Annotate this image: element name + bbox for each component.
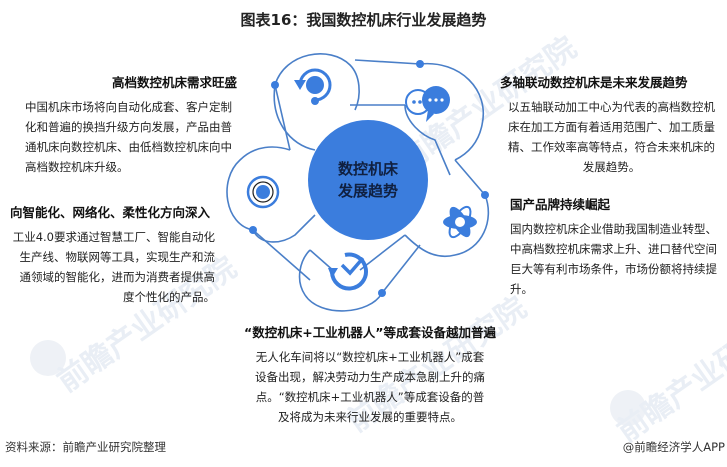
center-label-line1: 数控机床 xyxy=(337,160,398,178)
credit-note: @前瞻经济学人APP xyxy=(622,440,725,454)
trend-body: 无人化车间将以“数控机床+工业机器人”成套设备出现，解决劳动力生产成本急剧上升的… xyxy=(255,350,485,424)
trend-multi-axis: 多轴联动数控机床是未来发展趋势 以五轴联动加工中心为代表的高档数控机床在加工方面… xyxy=(500,72,715,177)
trend-body: 国内数控机床企业借助我国制造业转型、中高档数控机床需求上升、进口替代空间巨大等有… xyxy=(510,222,717,296)
atom-icon xyxy=(443,205,477,239)
chat-bubbles-icon xyxy=(405,86,450,122)
trend-body: 中国机床市场将向自动化成套、客户定制化和普遍的换挡升级方向发展，产品由普通机床向… xyxy=(25,100,232,174)
trend-intelligent: 向智能化、网络化、柔性化方向深入 工业4.0要求通过智慧工厂、智能自动化生产线、… xyxy=(10,202,215,307)
trend-domestic-brands: 国产品牌持续崛起 国内数控机床企业借助我国制造业转型、中高档数控机床需求上升、进… xyxy=(510,194,720,299)
trend-body: 工业4.0要求通过智慧工厂、智能自动化生产线、物联网等工具，实现生产和流通领域的… xyxy=(12,230,215,304)
target-icon xyxy=(246,175,280,209)
center-label: 数控机床 发展趋势 xyxy=(320,158,416,202)
figure-title: 图表16：我国数控机床行业发展趋势 xyxy=(240,11,487,29)
watermark-logo xyxy=(30,340,66,376)
watermark-text: 前瞻产业研究院 xyxy=(610,300,727,450)
trend-cycle-diagram xyxy=(226,53,490,312)
trend-heading: 高档数控机床需求旺盛 xyxy=(111,75,237,90)
center-label-line2: 发展趋势 xyxy=(337,182,398,200)
center-circle xyxy=(308,120,428,240)
trend-body: 以五轴联动加工中心为代表的高档数控机床在加工方面有着适用范围广、加工质量精、工作… xyxy=(508,100,715,174)
trend-high-end-demand: 高档数控机床需求旺盛 中国机床市场将向自动化成套、客户定制化和普遍的换挡升级方向… xyxy=(25,72,237,177)
trend-heading: 国产品牌持续崛起 xyxy=(510,197,611,212)
trend-heading: 多轴联动数控机床是未来发展趋势 xyxy=(500,75,688,90)
watermark-logo xyxy=(610,390,646,426)
trend-heading: “数控机床+工业机器人”等成套设备越加普遍 xyxy=(244,325,496,340)
refresh-cycle-icon xyxy=(294,68,332,105)
source-note: 资料来源：前瞻产业研究院整理 xyxy=(5,440,166,454)
trend-heading: 向智能化、网络化、柔性化方向深入 xyxy=(10,205,211,220)
trend-cnc-robot: “数控机床+工业机器人”等成套设备越加普遍 无人化车间将以“数控机床+工业机器人… xyxy=(230,322,510,427)
check-cycle-icon xyxy=(328,252,368,291)
